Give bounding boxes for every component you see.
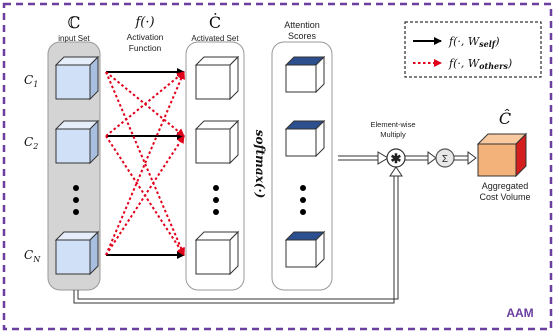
legend: f(·, Wself) f(·, Wothers) [404, 21, 542, 78]
input-set-caption: input Set [58, 34, 90, 43]
activated-set-caption: Activated Set [191, 34, 239, 43]
legend-box [404, 21, 542, 78]
attention-cube-1 [284, 55, 326, 94]
others-connections [105, 71, 185, 256]
attention-to-multiply-arrow [338, 151, 389, 165]
attention-cube-n [284, 230, 326, 269]
sum-icon: Σ [442, 154, 448, 165]
output-caption-line1: Aggregated [482, 181, 529, 191]
output-symbol: Ĉ [499, 108, 511, 128]
row-label-c2: C2 [24, 135, 38, 151]
multiply-caption-line2: Multiply [380, 130, 406, 139]
activation-caption-line1: Activation [127, 32, 164, 42]
multiply-to-sum-arrow [405, 151, 437, 165]
activated-cube-1 [194, 55, 240, 101]
input-cube-n [54, 230, 100, 276]
aam-label: AAM [506, 306, 533, 320]
attention-cube-2 [284, 119, 326, 158]
output-cube [476, 132, 528, 178]
activated-cube-n [194, 230, 240, 276]
attention-title-line2: Scores [288, 31, 317, 41]
self-connections [106, 68, 185, 259]
attention-title-line1: Attention [284, 20, 320, 30]
input-bypass-arrow [73, 166, 403, 304]
input-set-symbol: ℂ [68, 13, 81, 32]
activated-set-symbol: Ċ [209, 12, 221, 32]
activation-caption-line2: Function [129, 43, 162, 53]
activated-cube-2 [194, 119, 240, 165]
output-caption-line2: Cost Volume [479, 192, 530, 202]
sum-to-output-arrow [454, 151, 477, 165]
row-label-c1: C1 [24, 73, 38, 89]
multiply-caption-line1: Element-wise [370, 120, 415, 129]
multiply-icon: ✱ [391, 151, 402, 166]
activation-symbol: f(·) [134, 15, 154, 30]
attention-scores-panel [271, 41, 333, 291]
input-cube-1 [54, 55, 100, 101]
attention-ellipsis-dots [300, 185, 306, 215]
softmax-label: softmax(·) [253, 130, 267, 199]
activated-set-panel [185, 41, 245, 291]
input-cube-2 [54, 119, 100, 165]
sum-node [435, 148, 455, 168]
row-label-cn: CN [24, 248, 41, 264]
activated-ellipsis-dots [213, 185, 219, 215]
legend-others-text: f(·, Wothers) [448, 57, 512, 71]
input-ellipsis-dots [73, 185, 79, 215]
legend-self-text: f(·, Wself) [448, 35, 500, 49]
